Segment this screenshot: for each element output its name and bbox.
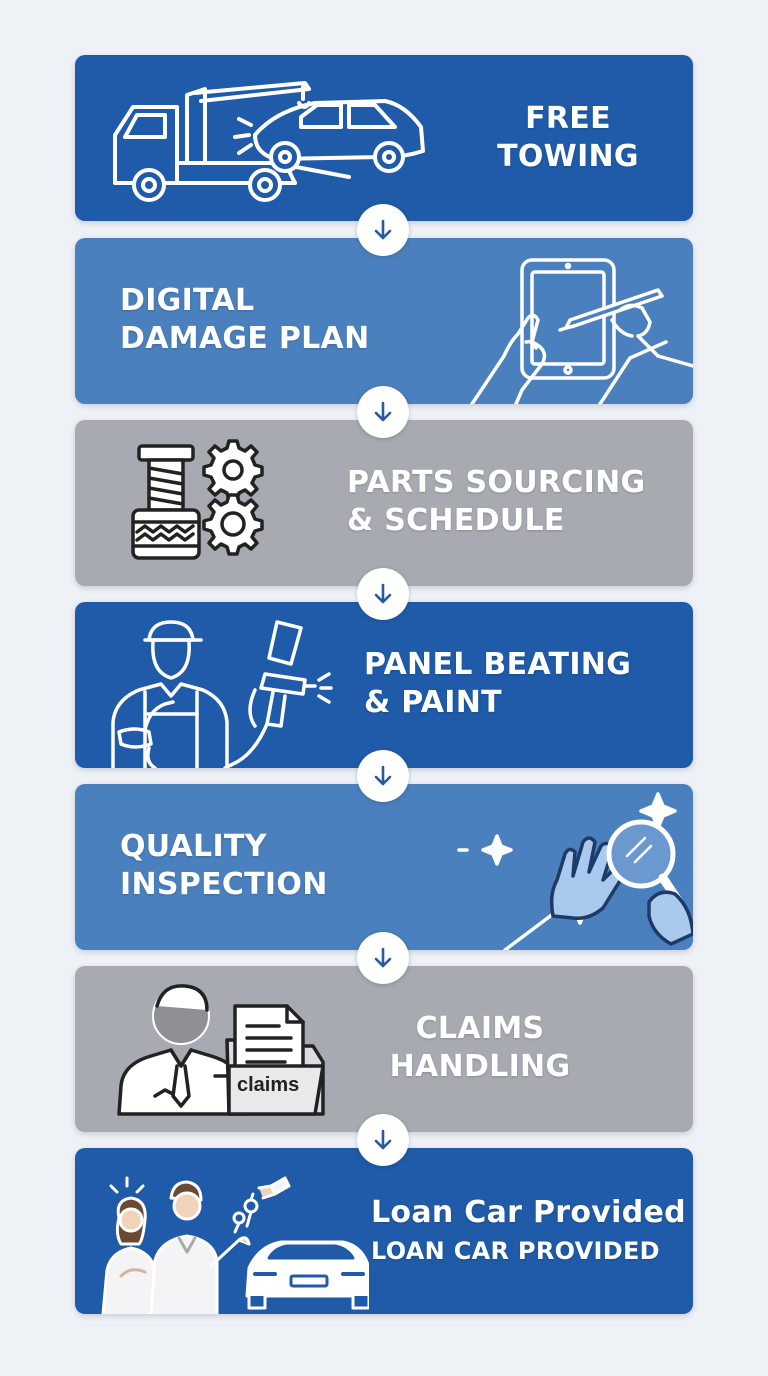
step-title-line2: TOWING bbox=[497, 139, 639, 174]
step-panel-beating-paint: PANEL BEATING & PAINT bbox=[75, 602, 693, 768]
step-title-line2: DAMAGE PLAN bbox=[120, 321, 370, 356]
step-connector bbox=[357, 750, 409, 802]
step-loan-car: Loan Car Provided LOAN CAR PROVIDED bbox=[75, 1148, 693, 1314]
step-label: FREE TOWING bbox=[475, 100, 661, 176]
step-connector bbox=[357, 932, 409, 984]
step-title-line2: INSPECTION bbox=[120, 867, 328, 902]
step-title-line1: PARTS SOURCING bbox=[347, 465, 646, 500]
couple-car-keys-icon bbox=[101, 1176, 369, 1314]
arrow-down-icon bbox=[374, 219, 392, 240]
step-label: QUALITY INSPECTION bbox=[120, 828, 328, 904]
step-label: DIGITAL DAMAGE PLAN bbox=[120, 282, 369, 358]
step-title-line2: & SCHEDULE bbox=[347, 503, 565, 538]
step-title-line2: & PAINT bbox=[364, 685, 502, 720]
painter-spray-gun-icon bbox=[111, 620, 333, 768]
claims-folder-label: claims bbox=[237, 1074, 300, 1096]
step-connector bbox=[357, 568, 409, 620]
step-connector bbox=[357, 204, 409, 256]
tow-truck-icon bbox=[113, 81, 425, 202]
step-title-line1: CLAIMS bbox=[415, 1011, 545, 1046]
step-title-line2: LOAN CAR PROVIDED bbox=[371, 1237, 660, 1265]
arrow-down-icon bbox=[374, 947, 392, 968]
step-label: Loan Car Provided LOAN CAR PROVIDED bbox=[371, 1194, 686, 1270]
arrow-down-icon bbox=[374, 765, 392, 786]
arrow-down-icon bbox=[374, 1129, 392, 1150]
step-title-line1: PANEL BEATING bbox=[364, 647, 632, 682]
step-title-line1: FREE bbox=[525, 101, 611, 136]
step-quality-inspection: QUALITY INSPECTION bbox=[75, 784, 693, 950]
step-title-line1: DIGITAL bbox=[120, 283, 255, 318]
step-connector bbox=[357, 386, 409, 438]
claims-folder-icon bbox=[117, 984, 325, 1116]
step-free-towing: FREE TOWING bbox=[75, 55, 693, 221]
parts-gears-icon bbox=[131, 439, 264, 560]
arrow-down-icon bbox=[374, 401, 392, 422]
magnifier-glove-icon bbox=[457, 792, 693, 950]
step-title-line2: HANDLING bbox=[389, 1049, 571, 1084]
step-claims-handling: claims CLAIMS HANDLING bbox=[75, 966, 693, 1132]
step-label: PANEL BEATING & PAINT bbox=[364, 646, 631, 722]
step-digital-damage-plan: DIGITAL DAMAGE PLAN bbox=[75, 238, 693, 404]
step-title-line1: Loan Car Provided bbox=[371, 1195, 686, 1230]
step-label: CLAIMS HANDLING bbox=[375, 1010, 585, 1086]
step-connector bbox=[357, 1114, 409, 1166]
arrow-down-icon bbox=[374, 583, 392, 604]
step-label: PARTS SOURCING & SCHEDULE bbox=[347, 464, 645, 540]
tablet-stylus-icon bbox=[470, 258, 693, 404]
step-parts-sourcing: PARTS SOURCING & SCHEDULE bbox=[75, 420, 693, 586]
step-title-line1: QUALITY bbox=[120, 829, 267, 864]
